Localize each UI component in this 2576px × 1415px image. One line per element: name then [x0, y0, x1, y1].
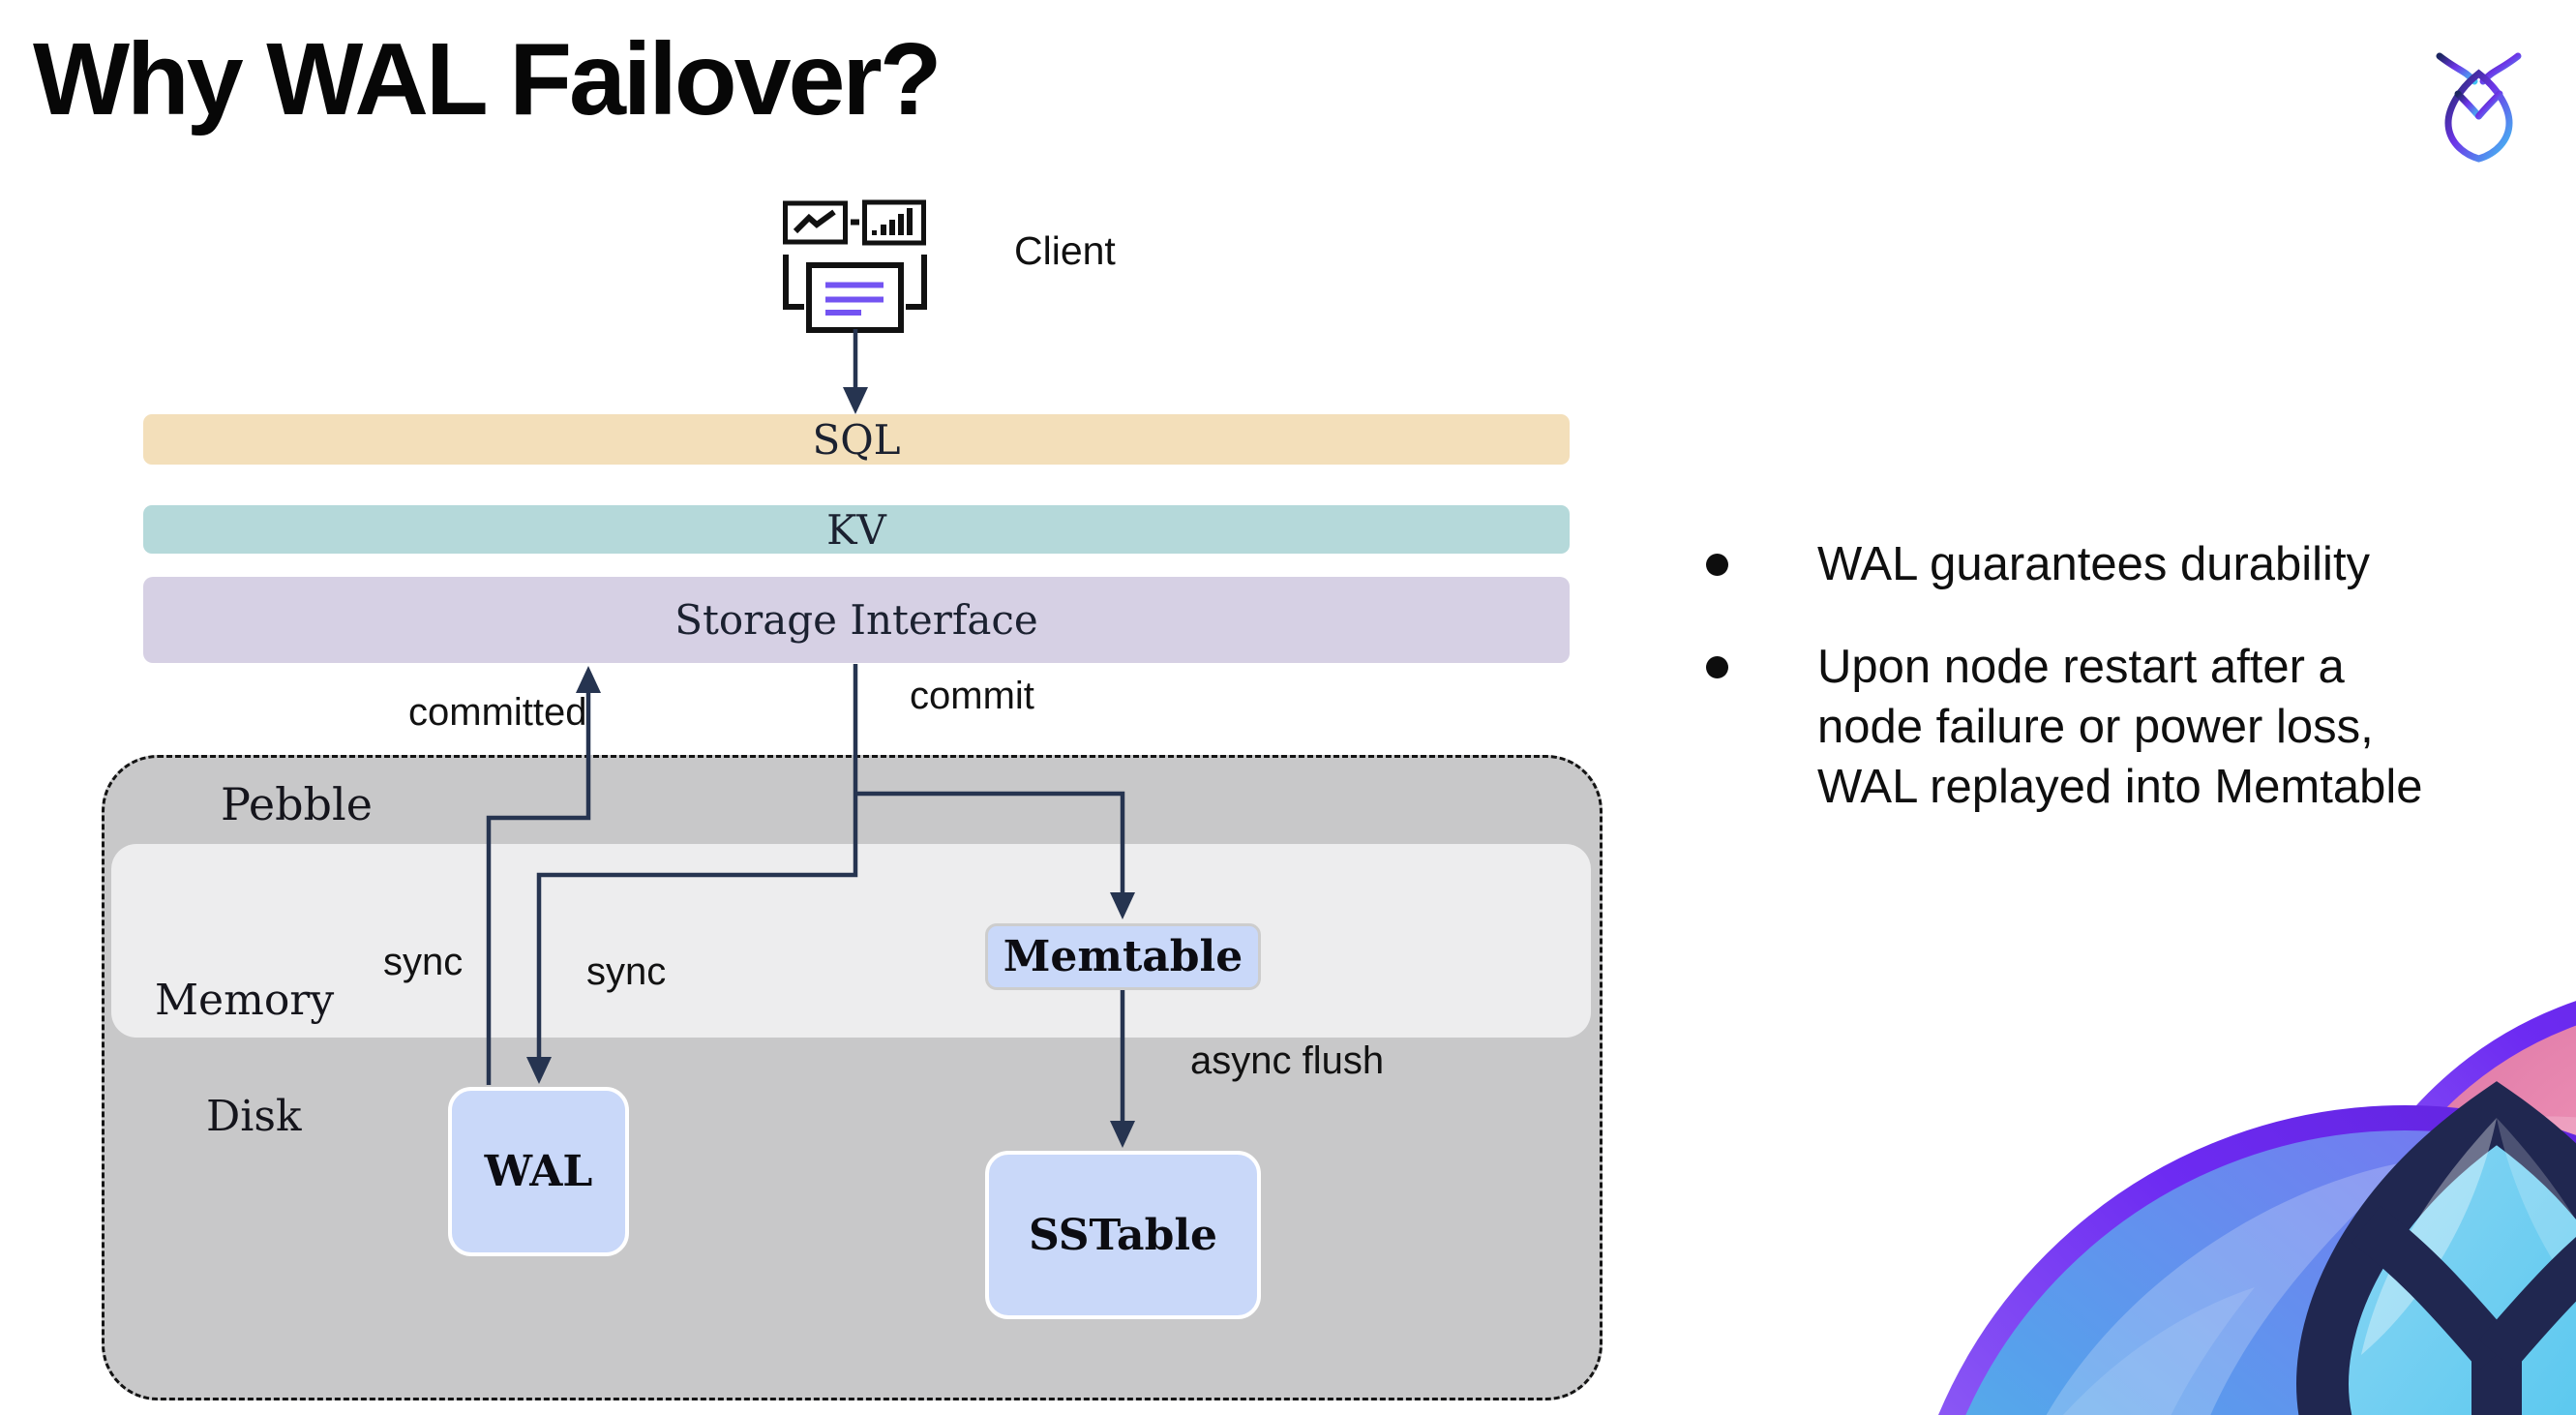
- arrowhead-committed-up: [576, 666, 601, 693]
- bullet-line: WAL replayed into Memtable: [1817, 761, 2423, 813]
- bullet-item: Upon node restart after a node failure o…: [1706, 637, 2558, 817]
- layer-kv-label: KV: [826, 505, 886, 554]
- edge-label-sync-right: sync: [586, 950, 667, 993]
- memtable-box-label: Memtable: [1003, 932, 1243, 981]
- bullet-line: Upon node restart after a: [1817, 641, 2345, 693]
- edge-label-committed: committed: [408, 691, 587, 734]
- layer-storage-interface: Storage Interface: [143, 577, 1570, 663]
- client-label: Client: [1014, 228, 1116, 273]
- bullet-list: WAL guarantees durability Upon node rest…: [1706, 534, 2558, 817]
- sstable-box-label: SSTable: [1028, 1210, 1218, 1260]
- layer-sql-label: SQL: [812, 415, 901, 464]
- bullet-line: WAL guarantees durability: [1817, 538, 2371, 590]
- art-cockroach-mark: [2295, 1081, 2576, 1415]
- wal-box: WAL: [448, 1087, 629, 1256]
- art-blue-sphere: [1938, 1105, 2576, 1415]
- bracket-left-glyph: [783, 255, 804, 310]
- memory-label: Memory: [155, 976, 335, 1025]
- wal-box-label: WAL: [484, 1147, 593, 1196]
- bracket-right-glyph: [906, 255, 927, 310]
- client-document-icon: [806, 262, 904, 333]
- bullet-dot-icon: [1706, 554, 1728, 576]
- edge-label-sync-left: sync: [383, 941, 464, 983]
- layer-storage-interface-label: Storage Interface: [674, 596, 1038, 644]
- disk-label: Disk: [206, 1092, 302, 1141]
- bullet-item: WAL guarantees durability: [1706, 534, 2558, 594]
- bullet-line: node failure or power loss,: [1817, 701, 2374, 753]
- client-icon: [783, 199, 927, 333]
- pebble-label: Pebble: [221, 778, 373, 830]
- client-barchart-icon: [862, 199, 926, 246]
- arrowhead-into-sql: [843, 387, 868, 414]
- client-linechart-icon: [783, 200, 848, 245]
- cockroachdb-logo-icon: [2436, 52, 2522, 163]
- sstable-box: SSTable: [985, 1151, 1261, 1319]
- layer-kv: KV: [143, 505, 1570, 554]
- brand-art-decoration: [1938, 1001, 2576, 1415]
- bullet-dot-icon: [1706, 656, 1728, 678]
- edge-label-async-flush: async flush: [1190, 1039, 1385, 1082]
- art-pink-sphere: [2316, 1001, 2576, 1415]
- page-title: Why WAL Failover?: [33, 22, 942, 136]
- memtable-box: Memtable: [985, 923, 1261, 990]
- edge-label-commit: commit: [910, 675, 1034, 717]
- layer-sql: SQL: [143, 414, 1570, 465]
